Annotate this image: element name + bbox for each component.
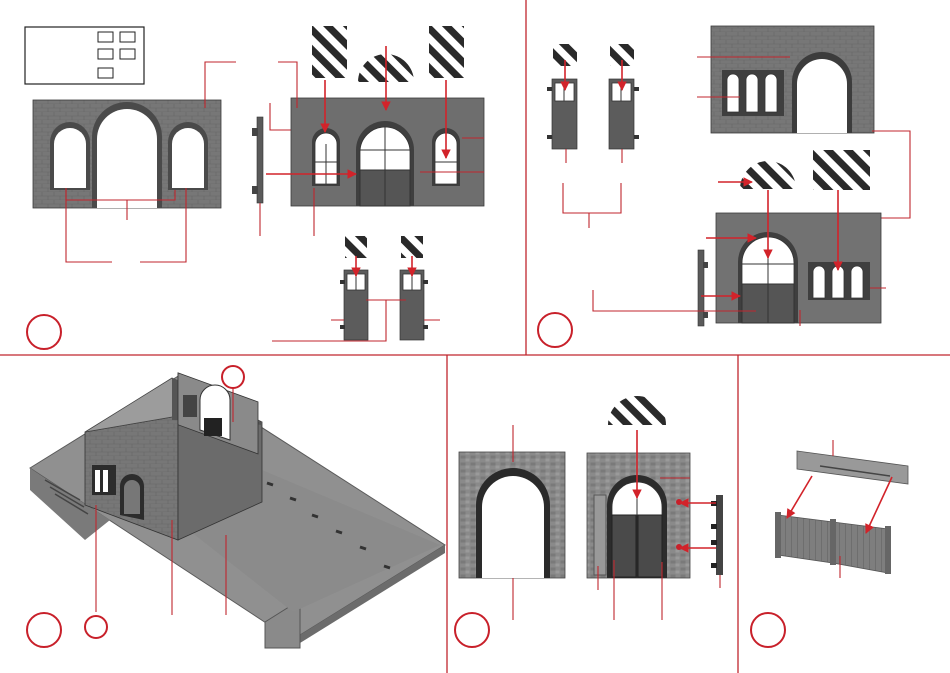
side-strip — [252, 117, 263, 203]
assembled-shed-on-base-plate — [30, 373, 445, 648]
hatched-glazing-icon — [429, 26, 464, 78]
parts-tree-icon — [25, 27, 144, 84]
step-circle-icon — [538, 313, 572, 347]
step-1 — [25, 26, 484, 349]
front-wall-with-three-arches — [33, 100, 221, 208]
hatched-glazing-icon — [312, 26, 347, 78]
hatched-glazing-icon — [813, 150, 870, 190]
step-circle-icon — [85, 616, 107, 638]
step-circle-icon — [222, 366, 244, 388]
step-circle-icon — [751, 613, 785, 647]
step-5 — [751, 440, 908, 647]
hatched-glazing-icon — [345, 236, 367, 258]
hatched-glazing-icon — [608, 396, 666, 425]
arch-wall — [459, 452, 565, 578]
step-4 — [455, 396, 723, 647]
step-3 — [27, 366, 445, 648]
hatched-glazing-icon — [740, 161, 796, 189]
fence-panels — [775, 512, 891, 574]
door-wall-with-glazing — [716, 213, 881, 323]
step-circle-icon — [455, 613, 489, 647]
step-2 — [538, 26, 910, 347]
back-wall-with-windows-and-door — [291, 98, 484, 206]
arch-wall — [711, 26, 874, 133]
hatched-glazing-icon — [401, 236, 423, 258]
gate-wall — [587, 453, 690, 578]
step-circle-icon — [27, 315, 61, 349]
small-doors-with-glazing — [547, 79, 639, 149]
small-doors — [340, 270, 428, 340]
side-strip — [698, 250, 708, 326]
step-circle-icon — [27, 613, 61, 647]
